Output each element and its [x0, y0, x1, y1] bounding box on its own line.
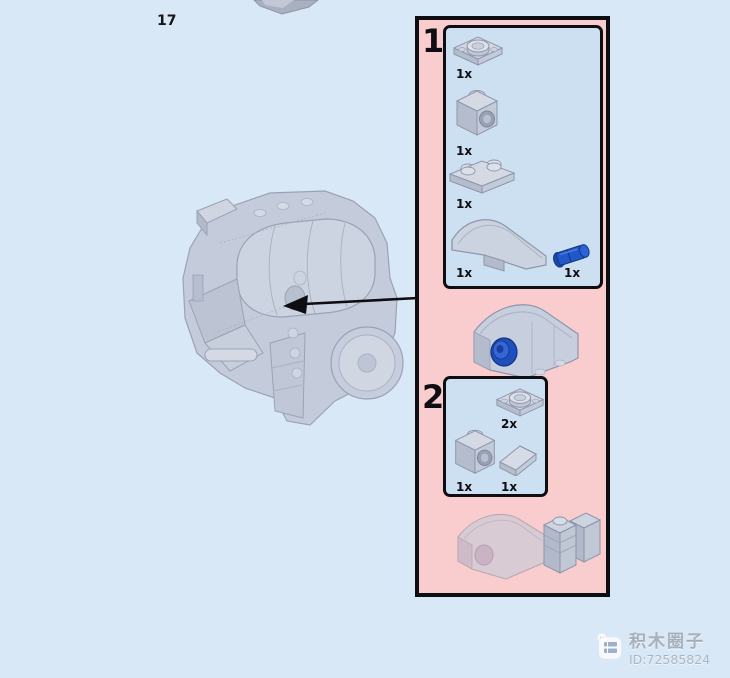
part-qty-label: 1x: [456, 144, 473, 158]
subassembly-step-2-preview: [457, 512, 602, 580]
main-model-illustration: [182, 190, 404, 426]
part-plate-1x2: [448, 159, 516, 194]
panel-step-1-number: 1: [422, 22, 445, 60]
part-slope-curved-1x4: [451, 219, 547, 272]
page-step-number: 17: [157, 13, 177, 29]
panel-step-2-number: 2: [422, 378, 445, 416]
part-plate-2x2-center-stud: [452, 36, 504, 66]
part-qty-label: 1x: [501, 480, 518, 494]
part-brick-1x1-technic-hole: [454, 429, 496, 475]
part-plate-2x2-center-stud: [495, 388, 545, 417]
part-slope-1x1: [499, 445, 537, 476]
part-qty-label: 1x: [456, 266, 473, 280]
part-qty-label: 1x: [564, 266, 581, 280]
part-qty-label: 1x: [456, 197, 473, 211]
watermark: 积木圈子 ID:72585824: [596, 633, 710, 666]
part-brick-1x1-technic-hole: [455, 90, 499, 136]
parts-box-step-1: 1x 1x: [443, 25, 603, 289]
part-qty-label: 2x: [501, 417, 518, 431]
callout-arrow: [283, 295, 419, 314]
subassembly-step-1-preview: [473, 304, 579, 379]
part-qty-label: 1x: [456, 480, 473, 494]
part-technic-pin-blue: [553, 244, 590, 268]
parts-box-step-2: 2x 1x 1x: [443, 376, 548, 497]
watermark-app-name: 积木圈子: [629, 632, 705, 652]
watermark-id: ID:72585824: [629, 651, 711, 667]
watermark-logo-icon: [597, 633, 622, 660]
parts-callout-panel: 1 1x: [415, 16, 610, 597]
part-qty-label: 1x: [456, 67, 473, 81]
cropped-piece-fragment: [253, 0, 319, 15]
